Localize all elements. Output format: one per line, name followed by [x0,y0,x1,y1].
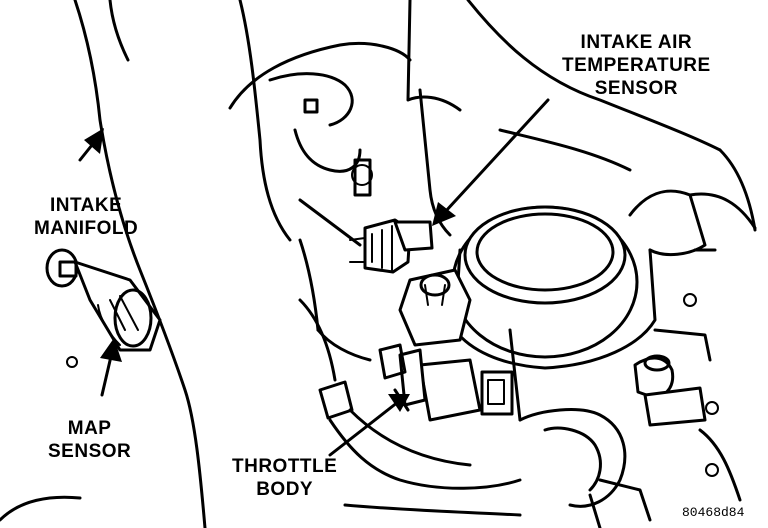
throttle-body-drawing [393,189,757,508]
throttle-body-label: THROTTLE BODY [232,455,337,501]
throttle-label-line-2: BODY [256,479,314,500]
leader-arrows [78,98,550,457]
throttle-arrowhead [388,394,410,412]
throttle-leader-line [328,400,400,457]
map-sensor-drawing [45,248,162,352]
iat-sensor-drawing [349,218,434,274]
iat-leader-line [443,98,550,214]
iat-label-line-1: INTAKE AIR [580,32,693,53]
map-sensor-label: MAP SENSOR [48,417,131,463]
intake-manifold-label: INTAKE MANIFOLD [34,194,138,240]
manifold-label-line-2: MANIFOLD [34,218,139,239]
map-label-line-2: SENSOR [48,441,132,462]
iat-sensor-label: INTAKE AIR TEMPERATURE SENSOR [562,31,711,100]
iat-label-line-3: SENSOR [594,78,678,99]
engine-bracket [228,0,757,247]
map-label-line-1: MAP [67,418,112,439]
manifold-label-line-1: INTAKE [49,195,123,216]
throttle-label-line-1: THROTTLE [232,456,338,477]
intake-manifold-outline [0,0,207,528]
iat-label-line-2: TEMPERATURE [562,55,711,76]
lower-hoses [298,238,652,528]
figure-code: 80468d84 [682,505,745,520]
iat-arrowhead [432,202,456,226]
map-arrowhead [100,338,122,362]
manifold-arrowhead [84,128,104,154]
